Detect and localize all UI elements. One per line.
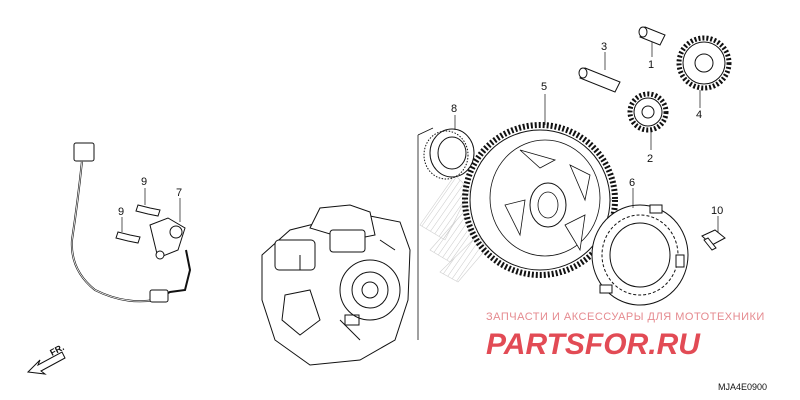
bolt-10 [701,229,726,251]
front-arrow-icon [26,351,66,375]
callout-10: 10 [711,205,723,217]
callout-6: 6 [629,177,635,189]
reduction-gear [676,35,732,91]
callout-1: 1 [648,59,654,71]
front-direction-indicator: FR. [26,342,66,375]
diagram-code: MJA4E0900 [718,382,767,392]
callout-4: 4 [696,109,702,121]
starter-driven-gear [462,122,618,278]
one-way-clutch [591,204,689,306]
idle-gear [627,91,669,133]
callout-7: 7 [176,187,182,199]
watermark-tagline: ЗАПЧАСТИ И АКСЕССУАРЫ ДЛЯ МОТОТЕХНИКИ [486,311,765,323]
callout-3: 3 [601,41,607,53]
section-frame-line [417,127,434,340]
callout-2: 2 [647,153,653,165]
callout-5: 5 [541,81,547,93]
callout-9b: 9 [118,206,124,218]
callout-9a: 9 [141,176,147,188]
callout-8: 8 [451,103,457,115]
leader-lines [121,42,719,232]
watermark-brand: PARTSFOR.RU [486,328,701,361]
pulse-sensor-harness [70,142,192,303]
site-watermark: ЗАПЧАСТИ И АКСЕССУАРЫ ДЛЯ МОТОТЕХНИКИ PA… [486,311,765,361]
bolts-9 [115,204,161,244]
shafts [578,26,666,93]
needle-bearing [423,128,475,180]
engine-crankcase [261,204,411,366]
callout-labels: 1 2 3 4 5 6 7 8 9 9 10 [118,41,723,218]
